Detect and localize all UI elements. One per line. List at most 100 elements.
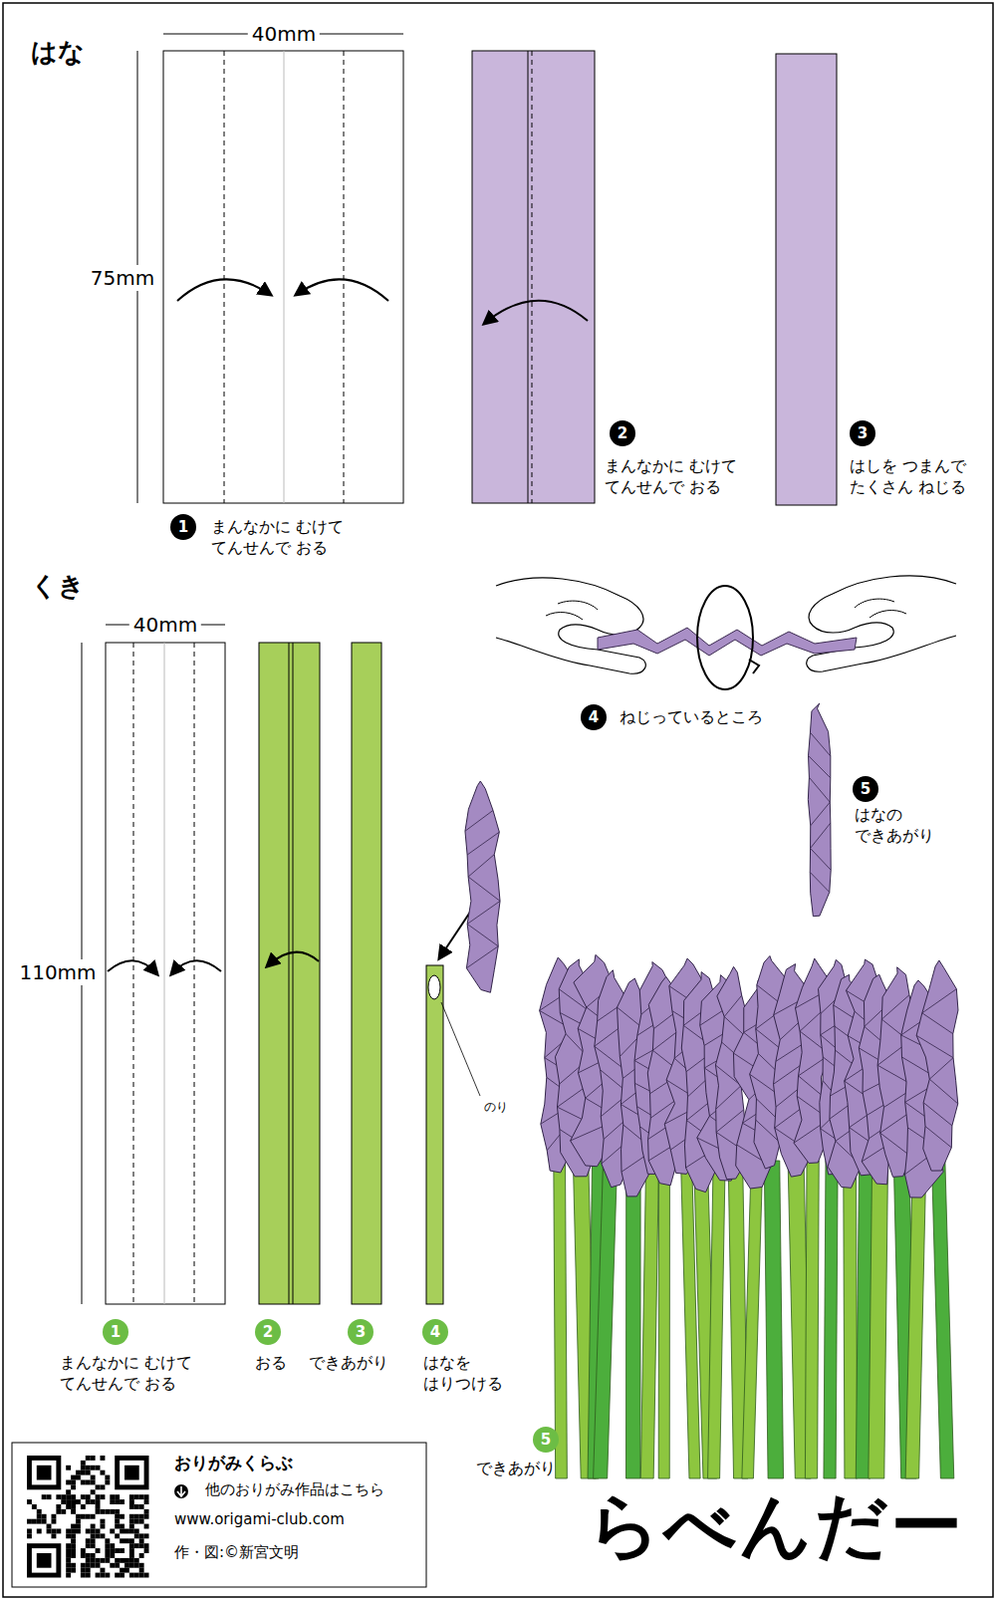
qr-module	[100, 1470, 106, 1476]
step-number-text: 2	[617, 424, 628, 443]
qr-module	[41, 1494, 47, 1499]
qr-module	[26, 1532, 32, 1538]
qr-module	[85, 1557, 91, 1563]
flower-crease	[810, 847, 832, 870]
qr-module	[119, 1537, 125, 1543]
paper	[258, 642, 320, 1304]
qr-module	[114, 1518, 120, 1524]
flower-crease	[798, 1075, 823, 1096]
qr-module	[119, 1528, 125, 1534]
step-number-text: 5	[860, 779, 871, 798]
step-caption: まんなかに むけて てんせんで おる	[211, 516, 361, 559]
qr-module	[104, 1557, 110, 1563]
section-heading: くき	[30, 569, 85, 604]
qr-module	[80, 1480, 86, 1486]
step-caption: のり	[484, 1099, 508, 1116]
qr-module	[119, 1557, 125, 1563]
kuki-paper-3	[351, 642, 382, 1304]
qr-module	[90, 1542, 96, 1548]
qr-module	[129, 1552, 135, 1558]
qr-module	[109, 1498, 115, 1504]
step-number-text: 3	[857, 424, 868, 443]
step-caption: おる	[254, 1352, 287, 1374]
qr-module	[85, 1567, 91, 1573]
flower-crease	[808, 754, 831, 777]
qr-module	[95, 1498, 101, 1504]
flower-crease	[468, 854, 495, 877]
qr-module	[139, 1513, 145, 1519]
kuki-paper-4	[426, 965, 444, 1304]
down-icon	[174, 1484, 189, 1498]
qr-module	[75, 1518, 81, 1524]
leader-line	[441, 1001, 481, 1096]
qr-module	[119, 1498, 125, 1504]
qr-module	[114, 1572, 120, 1578]
center-crease	[164, 642, 166, 1304]
qr-module	[65, 1494, 71, 1499]
fold-line	[343, 50, 345, 503]
qr-module	[134, 1518, 140, 1524]
qr-module	[109, 1547, 115, 1553]
qr-module	[95, 1484, 101, 1490]
qr-module	[114, 1513, 120, 1519]
qr-module	[80, 1494, 86, 1499]
dimension-label: 40mm	[248, 20, 320, 47]
qr-module	[95, 1503, 101, 1509]
flower-crease	[809, 871, 830, 892]
stem	[931, 1160, 954, 1479]
qr-module	[104, 1552, 110, 1558]
qr-module	[134, 1562, 140, 1568]
qr-module	[95, 1465, 101, 1471]
qr-module	[100, 1523, 106, 1529]
qr-module	[134, 1528, 140, 1534]
qr-module	[70, 1503, 76, 1509]
qr-module	[65, 1528, 71, 1534]
qr-module	[26, 1518, 32, 1524]
qr-module	[129, 1513, 135, 1519]
qr-module	[55, 1508, 61, 1514]
qr-module	[139, 1562, 145, 1568]
qr-module	[36, 1508, 42, 1514]
fold-arrow	[295, 278, 389, 301]
step-number-text: 1	[178, 517, 189, 536]
qr-module	[85, 1572, 91, 1578]
qr-module	[129, 1562, 135, 1568]
qr-module	[134, 1542, 140, 1548]
qr-module	[70, 1523, 76, 1529]
qr-module	[119, 1523, 125, 1529]
step-number: 5	[852, 775, 879, 802]
flower-crease	[467, 900, 500, 924]
fold-line	[224, 50, 226, 503]
qr-module	[124, 1528, 130, 1534]
qr-module	[65, 1480, 71, 1486]
flower-crease	[724, 995, 742, 1016]
qr-finder	[26, 1542, 61, 1577]
twist-circle-arrow	[697, 585, 753, 690]
qr-module	[90, 1557, 96, 1563]
qr-module	[114, 1532, 120, 1538]
qr-module	[104, 1572, 110, 1578]
step-caption: まんなかに むけて てんせんで おる	[604, 456, 754, 498]
dimension-label: 75mm	[86, 264, 159, 291]
qr-module	[104, 1537, 110, 1543]
qr-module	[129, 1542, 135, 1548]
flower-crease	[465, 809, 494, 831]
qr-module	[100, 1518, 106, 1524]
qr-finder	[36, 1552, 52, 1568]
qr-module	[70, 1480, 76, 1486]
qr-module	[139, 1494, 145, 1499]
flap-edge	[527, 50, 529, 503]
qr-module	[41, 1513, 47, 1519]
step-caption: はなを はりつける	[423, 1352, 515, 1395]
qr-finder	[124, 1465, 140, 1481]
qr-module	[70, 1528, 76, 1534]
qr-module	[46, 1528, 52, 1534]
qr-module	[60, 1494, 66, 1499]
qr-module	[85, 1528, 91, 1534]
step-number-text: 2	[262, 1322, 273, 1341]
qr-module	[51, 1532, 57, 1538]
qr-module	[104, 1475, 110, 1481]
step-number-text: 5	[540, 1430, 551, 1449]
qr-module	[129, 1537, 135, 1543]
qr-module	[100, 1572, 106, 1578]
